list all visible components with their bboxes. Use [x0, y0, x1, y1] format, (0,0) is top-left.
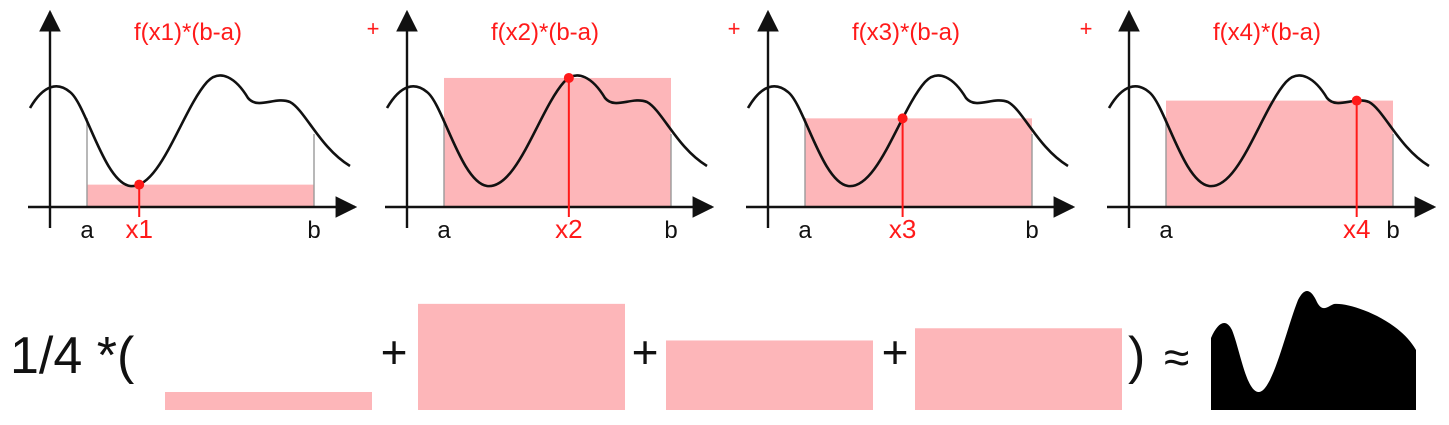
equation-rect-3 — [666, 340, 873, 410]
panel-2-sample-label: x2 — [555, 214, 582, 244]
panel-3-sample-label: x3 — [889, 214, 916, 244]
equation-plus-sign: + — [381, 326, 408, 378]
panel-3-title: f(x3)*(b-a) — [852, 19, 960, 46]
panel-4-sample-point — [1351, 95, 1362, 106]
panel-3-sample-point — [897, 113, 908, 124]
integral-area-shape — [1211, 291, 1416, 410]
panel-4-area-rect — [1166, 100, 1393, 207]
panel-1: f(x1)*(b-a) a b x1 — [28, 9, 358, 244]
panel-1-area-rect — [87, 184, 314, 207]
panel-3-area-rect — [805, 118, 1032, 207]
panel-2-b-label: b — [664, 217, 677, 244]
panel-2-area-rect — [444, 77, 671, 208]
approx-symbol: ≈ — [1164, 331, 1189, 383]
panel-2-sample-point — [563, 72, 574, 83]
panel-1-sample-point — [134, 179, 145, 190]
top-plus-sign: + — [728, 16, 741, 41]
equation-rect-1 — [165, 392, 372, 410]
panel-3-b-label: b — [1025, 217, 1038, 244]
panel-4-a-label: a — [1159, 217, 1173, 244]
panel-2: f(x2)*(b-a) a b x2 — [385, 9, 715, 244]
top-plus-sign: + — [367, 16, 380, 41]
equation-prefix: 1/4 *( — [10, 327, 135, 385]
equation-plus-sign: + — [632, 326, 659, 378]
panel-1-sample-label: x1 — [125, 214, 152, 244]
equation-plus-sign: + — [882, 326, 909, 378]
panel-1-b-label: b — [307, 217, 320, 244]
panel-1-curve — [28, 74, 351, 188]
panel-2-title: f(x2)*(b-a) — [491, 19, 599, 46]
panel-1-a-label: a — [80, 217, 94, 244]
equation-rect-2 — [418, 303, 625, 410]
equation-rect-4 — [915, 328, 1122, 410]
top-plus-sign: + — [1080, 16, 1093, 41]
panel-4-title: f(x4)*(b-a) — [1213, 19, 1321, 46]
panel-4-b-label: b — [1386, 217, 1399, 244]
panel-3-curve — [746, 74, 1069, 188]
panel-1-title: f(x1)*(b-a) — [134, 19, 242, 46]
panel-3: f(x3)*(b-a) a b x3 — [746, 9, 1076, 244]
panel-4: f(x4)*(b-a) a b x4 — [1107, 9, 1437, 244]
panel-2-curve — [385, 74, 708, 188]
panel-4-sample-label: x4 — [1343, 214, 1370, 244]
panel-2-a-label: a — [437, 217, 451, 244]
panel-4-curve — [1107, 74, 1430, 188]
panel-3-a-label: a — [798, 217, 812, 244]
equation-suffix: ) — [1128, 327, 1145, 385]
